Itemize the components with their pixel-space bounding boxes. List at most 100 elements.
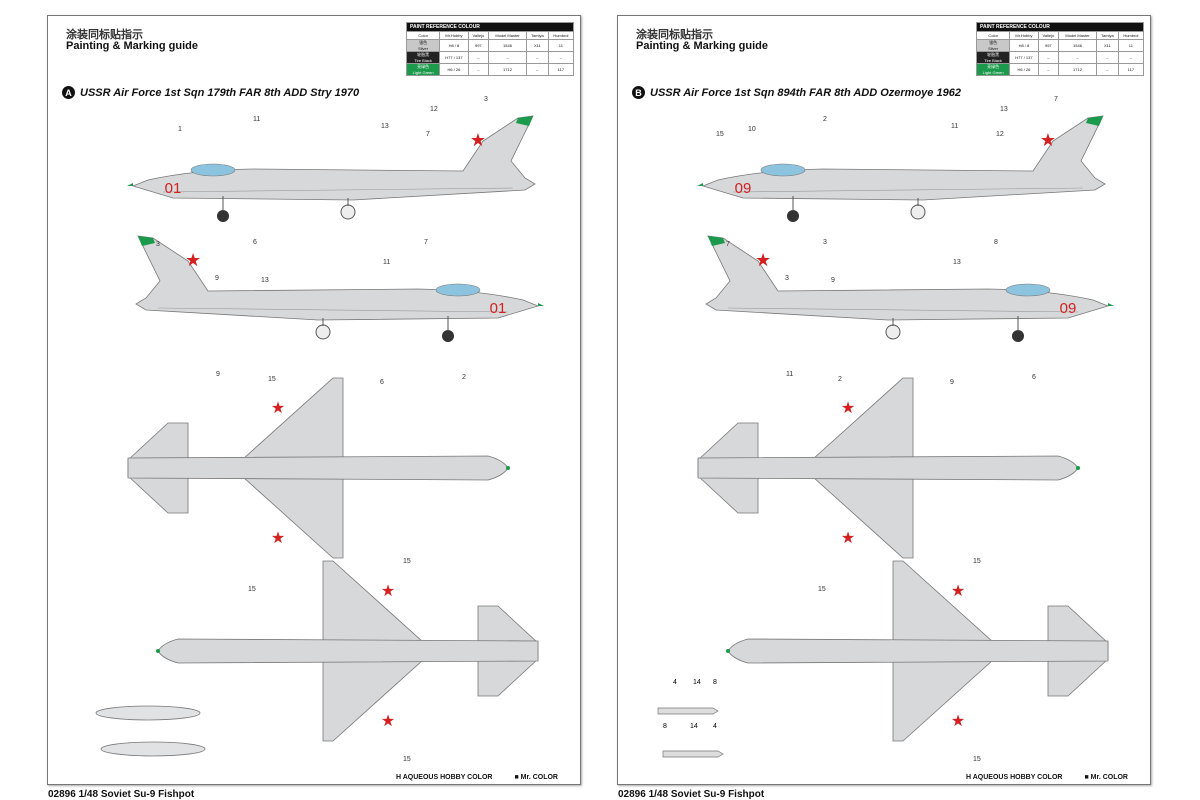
footer-title-right: 02896 1/48 Soviet Su-9 Fishpot [618, 789, 765, 800]
tail-number: 01 [165, 180, 182, 197]
aqueous-hobby-icon: H [966, 774, 972, 781]
mr-hobby-code: H6 [447, 67, 453, 72]
color-cn: 银色 [419, 40, 428, 45]
title-chinese: 涂装同标贴指示 [66, 29, 143, 41]
aircraft-side-view: ★ 09 [697, 115, 1106, 222]
marking-panel-a: 涂装同标贴指示 Painting & Marking guide PAINT R… [47, 15, 581, 785]
aqueous-hobby-icon: H [396, 774, 402, 781]
red-star-icon: ★ [755, 250, 771, 270]
callout-number: 11 [786, 371, 793, 378]
mr-hobby-code: H8 [448, 43, 454, 48]
callout-number: 9 [215, 275, 219, 282]
color-name: Silver [418, 46, 429, 51]
store-callout: 4 [673, 679, 677, 686]
red-star-icon: ★ [951, 713, 965, 730]
color-cn: 轮胎黑 [417, 52, 430, 57]
color-name: Tire Black [414, 58, 432, 63]
red-star-icon: ★ [1040, 130, 1056, 150]
callout-number: 6 [1032, 374, 1036, 381]
marking-panel-b: 涂装同标贴指示 Painting & Marking guide PAINT R… [617, 15, 1151, 785]
mr-color-label: Mr. COLOR [1090, 774, 1128, 781]
mr-color-icon: ■ [1084, 774, 1089, 781]
aqueous-label: AQUEOUS HOBBY COLOR [402, 774, 493, 781]
red-star-icon: ★ [841, 400, 855, 417]
humbrol-code: 117 [1117, 63, 1145, 76]
vallejo-code: 997 [467, 39, 490, 52]
callout-number: 6 [253, 239, 257, 246]
tail-number: 09 [1060, 300, 1077, 317]
callout-number: 11 [951, 123, 958, 130]
callout-number: 15 [716, 131, 724, 138]
color-cn: 亮绿色 [417, 64, 430, 69]
mr-color-icon: ■ [514, 774, 519, 781]
mr-color-code: 26 [1025, 67, 1031, 72]
callout-number: 13 [953, 259, 961, 266]
title-chinese: 涂装同标贴指示 [636, 29, 713, 41]
callout-number: 1 [178, 126, 182, 133]
aircraft-plan-view: ★ ★ [127, 377, 510, 559]
title-english: Painting & Marking guide [66, 40, 199, 52]
callout-number: 15 [973, 558, 981, 565]
scheme-badge: B [632, 86, 645, 99]
color-cn: 轮胎黑 [987, 52, 1000, 57]
model-master-code: 1712 [488, 63, 527, 76]
callout-number: 8 [994, 239, 998, 246]
paint-legend: H AQUEOUS HOBBY COLOR ■ Mr. COLOR [966, 774, 1128, 781]
mr-hobby-code: H77 [445, 55, 453, 60]
callout-number: 9 [831, 277, 835, 284]
color-cn: 亮绿色 [987, 64, 1000, 69]
mr-color-code: 137 [1025, 55, 1033, 60]
red-star-icon: ★ [470, 130, 486, 150]
aircraft-side-view: ★ 09 [705, 235, 1114, 342]
drop-tank [95, 705, 201, 721]
color-name: Light Green [982, 70, 1004, 75]
aircraft-side-view: ★ 01 [135, 235, 544, 342]
missile [662, 750, 724, 758]
vallejo-code: – [467, 63, 490, 76]
callout-number: 6 [380, 379, 384, 386]
callout-number: 12 [430, 106, 438, 113]
callout-number: 13 [381, 123, 389, 130]
model-master-code: 1712 [1058, 63, 1097, 76]
callout-number: 3 [823, 239, 827, 246]
color-name: Light Green [412, 70, 434, 75]
callout-number: 11 [383, 259, 390, 266]
store-callout: 8 [663, 723, 667, 730]
red-star-icon: ★ [271, 530, 285, 547]
paint-legend: H AQUEOUS HOBBY COLOR ■ Mr. COLOR [396, 774, 558, 781]
callout-number: 7 [424, 239, 428, 246]
callout-number: 3 [785, 275, 789, 282]
title-english: Painting & Marking guide [636, 40, 769, 52]
store-callout: 8 [713, 679, 717, 686]
humbrol-code: 117 [547, 63, 575, 76]
callout-number: 7 [726, 241, 730, 248]
callout-number: 7 [1054, 96, 1058, 103]
callout-number: 3 [484, 96, 488, 103]
aircraft-side-view: ★ 01 [127, 115, 536, 222]
scheme-name: USSR Air Force 1st Sqn 894th FAR 8th ADD… [650, 86, 961, 99]
store-callout: 14 [693, 679, 701, 686]
vallejo-code: – [1037, 63, 1060, 76]
mr-hobby-code: H6 [1017, 67, 1023, 72]
mr-hobby-code: H77 [1015, 55, 1023, 60]
color-cn: 银色 [989, 40, 998, 45]
mr-color-code: 137 [455, 55, 463, 60]
callout-number: 15 [818, 586, 826, 593]
callout-number: 15 [403, 756, 411, 763]
mr-color-code: 8 [1027, 43, 1030, 48]
mr-color-code: 26 [455, 67, 461, 72]
callout-number: 15 [973, 756, 981, 763]
aircraft-plan-view: ★ ★ [156, 560, 539, 742]
color-name: Silver [988, 46, 999, 51]
callout-number: 7 [426, 131, 430, 138]
mr-color-code: 8 [457, 43, 460, 48]
callout-number: 2 [838, 376, 842, 383]
red-star-icon: ★ [381, 583, 395, 600]
red-star-icon: ★ [381, 713, 395, 730]
